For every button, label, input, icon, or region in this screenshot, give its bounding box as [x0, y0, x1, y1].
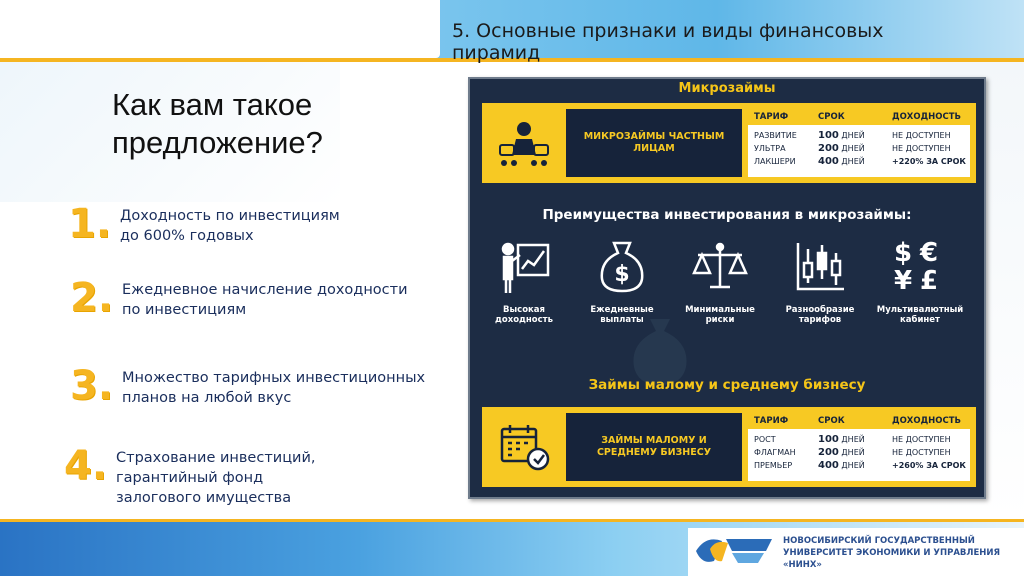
advantage-label: Ежедневные выплаты: [590, 305, 654, 325]
term-unit: ДНЕЙ: [841, 144, 865, 153]
advantage-item: Разнообразие тарифов: [770, 239, 870, 325]
money-bag-watermark-icon: [620, 309, 700, 406]
term-number: 200: [818, 447, 839, 458]
euro-symbol: €: [920, 238, 939, 268]
private-loans-block: МИКРОЗАЙМЫ ЧАСТНЫМ ЛИЦАМ ТАРИФ СРОК ДОХО…: [482, 103, 976, 183]
header-tariff: ТАРИФ: [754, 416, 789, 426]
advantage-item: Минимальные риски: [670, 239, 770, 325]
table-header: ТАРИФ СРОК ДОХОДНОСТЬ: [748, 413, 970, 429]
tariff-name: УЛЬТРА: [754, 144, 786, 153]
table-header: ТАРИФ СРОК ДОХОДНОСТЬ: [748, 109, 970, 125]
header-yield: ДОХОДНОСТЬ: [892, 416, 962, 426]
list-text: Доходность по инвестициям до 600% годовы…: [120, 208, 340, 244]
advantages-title: Преимущества инвестирования в микрозаймы…: [542, 207, 912, 223]
header-term: СРОК: [818, 112, 845, 122]
term-number: 400: [818, 156, 839, 167]
currency-symbols-icon: $ € ¥ £: [892, 239, 948, 295]
list-number: 2.: [70, 275, 114, 321]
tariff-name: ФЛАГМАН: [754, 448, 796, 457]
list-number: 3.: [70, 363, 114, 409]
svg-text:$: $: [614, 262, 629, 287]
term-unit: ДНЕЙ: [841, 435, 865, 444]
header-term: СРОК: [818, 416, 845, 426]
footer-divider: [0, 519, 1024, 522]
infographic-title: Микрозаймы: [678, 81, 776, 96]
university-name: НОВОСИБИРСКИЙ ГОСУДАРСТВЕННЫЙ УНИВЕРСИТЕ…: [783, 535, 1024, 571]
microloan-infographic: Микрозаймы МИКРОЗАЙМЫ ЧАСТНЫМ ЛИЦАМ ТАРИ…: [468, 77, 986, 499]
term-unit: ДНЕЙ: [841, 157, 865, 166]
calendar-icon: [482, 407, 566, 487]
yield-value: НЕ ДОСТУПЕН: [892, 435, 951, 444]
advantage-item: Высокая доходность: [474, 239, 574, 325]
advantage-label: Высокая доходность: [495, 305, 553, 325]
term-number: 100: [818, 130, 839, 141]
left-decoration: [0, 62, 340, 202]
advantage-label: Разнообразие тарифов: [785, 305, 855, 325]
table-body: РАЗВИТИЕ УЛЬТРА ЛАКШЕРИ 100 ДНЕЙ 200 ДНЕ…: [748, 125, 970, 168]
list-item: 2. Ежедневное начисление доходности по и…: [70, 278, 422, 320]
yield-value: НЕ ДОСТУПЕН: [892, 448, 951, 457]
term-unit: ДНЕЙ: [841, 131, 865, 140]
slide-question: Как вам такое предложение?: [112, 87, 323, 160]
yen-symbol: ¥: [894, 266, 913, 296]
yield-value: +260% ЗА СРОК: [892, 461, 966, 470]
advantage-item: $ Ежедневные выплаты: [572, 239, 672, 325]
yield-value: НЕ ДОСТУПЕН: [892, 144, 951, 153]
scales-icon: [692, 239, 748, 295]
term-number: 100: [818, 434, 839, 445]
list-text: Страхование инвестиций, гарантийный фонд…: [116, 450, 316, 506]
list-item: 1. Доходность по инвестициям до 600% год…: [68, 204, 360, 246]
header-card: [0, 0, 440, 58]
table-body: РОСТ ФЛАГМАН ПРЕМЬЕР 100 ДНЕЙ 200 ДНЕЙ 4…: [748, 429, 970, 472]
list-text: Ежедневное начисление доходности по инве…: [122, 282, 408, 318]
term-number: 200: [818, 143, 839, 154]
footer-card: [688, 528, 1024, 576]
dollar-symbol: $: [894, 238, 913, 268]
term-unit: ДНЕЙ: [841, 461, 865, 470]
header-divider: [0, 58, 1024, 62]
list-number: 1.: [68, 201, 112, 247]
section-title: 5. Основные признаки и виды финансовых п…: [452, 20, 884, 64]
sme-loans-title: Займы малому и среднему бизнесу: [588, 377, 866, 393]
investor-icon: [482, 103, 566, 183]
tariff-name: РОСТ: [754, 435, 776, 444]
university-logo-icon: [692, 531, 776, 571]
list-number: 4.: [64, 443, 108, 489]
yield-value: НЕ ДОСТУПЕН: [892, 131, 951, 140]
pound-symbol: £: [920, 266, 939, 296]
university-name-line2: УНИВЕРСИТЕТ ЭКОНОМИКИ И УПРАВЛЕНИЯ «НИНХ…: [783, 548, 1001, 570]
presentation-chart-icon: [496, 239, 552, 295]
yield-value: +220% ЗА СРОК: [892, 157, 966, 166]
advantage-label: Минимальные риски: [685, 305, 755, 325]
advantage-item: $ € ¥ £ Мультивалютный кабинет: [870, 239, 970, 325]
tariff-table: ТАРИФ СРОК ДОХОДНОСТЬ РОСТ ФЛАГМАН ПРЕМЬ…: [748, 413, 970, 481]
sme-loans-block: ЗАЙМЫ МАЛОМУ И СРЕДНЕМУ БИЗНЕСУ ТАРИФ СР…: [482, 407, 976, 487]
term-unit: ДНЕЙ: [841, 448, 865, 457]
block-label: ЗАЙМЫ МАЛОМУ И СРЕДНЕМУ БИЗНЕСУ: [566, 413, 742, 481]
list-text: Множество тарифных инвестиционных планов…: [122, 370, 426, 406]
tariff-table: ТАРИФ СРОК ДОХОДНОСТЬ РАЗВИТИЕ УЛЬТРА ЛА…: [748, 109, 970, 177]
advantage-label: Мультивалютный кабинет: [876, 305, 964, 325]
university-name-line1: НОВОСИБИРСКИЙ ГОСУДАРСТВЕННЫЙ: [783, 536, 975, 546]
list-item: 4. Страхование инвестиций, гарантийный ф…: [64, 446, 346, 508]
tariff-name: ПРЕМЬЕР: [754, 461, 793, 470]
header-tariff: ТАРИФ: [754, 112, 789, 122]
block-label: МИКРОЗАЙМЫ ЧАСТНЫМ ЛИЦАМ: [566, 109, 742, 177]
list-item: 3. Множество тарифных инвестиционных пла…: [70, 366, 442, 408]
money-bag-icon: $: [594, 239, 650, 295]
candlestick-chart-icon: [792, 239, 848, 295]
header-yield: ДОХОДНОСТЬ: [892, 112, 962, 122]
tariff-name: ЛАКШЕРИ: [754, 157, 796, 166]
tariff-name: РАЗВИТИЕ: [754, 131, 797, 140]
term-number: 400: [818, 460, 839, 471]
